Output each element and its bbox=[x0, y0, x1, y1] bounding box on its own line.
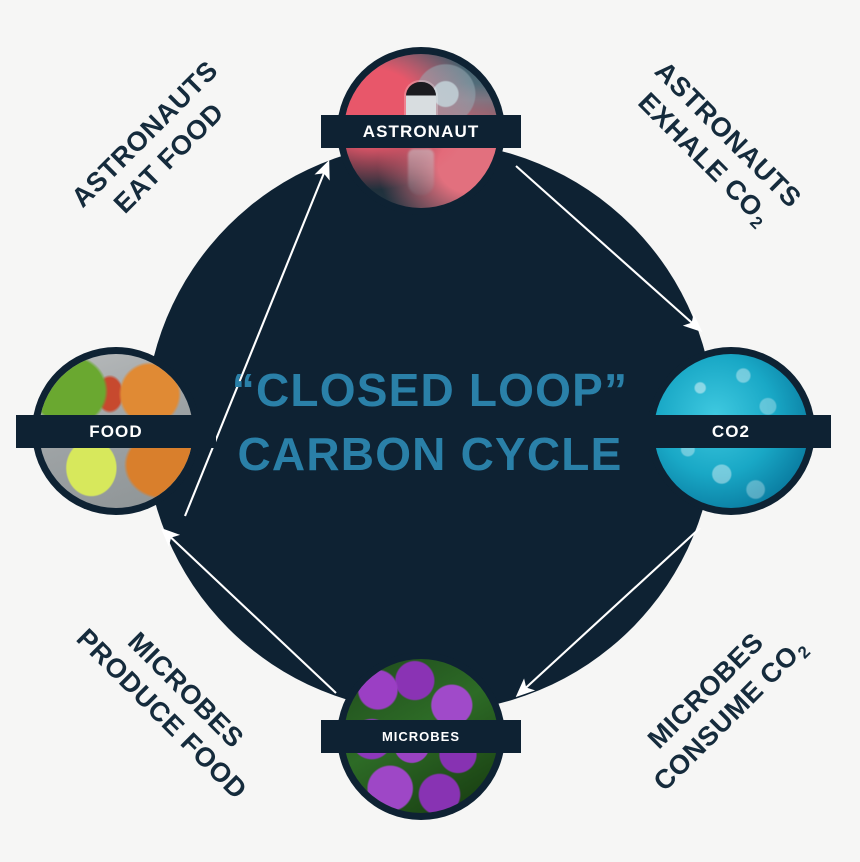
cycle-ring-background bbox=[145, 142, 715, 712]
node-label-microbes: MICROBES bbox=[381, 729, 461, 744]
arrow-food-to-astronaut bbox=[184, 160, 330, 517]
node-label-band-astronaut: ASTRONAUT bbox=[321, 115, 521, 148]
astronaut-reflection bbox=[408, 149, 434, 196]
node-co2[interactable]: CO2 bbox=[631, 347, 831, 515]
arrow-microbes-to-food bbox=[160, 527, 337, 694]
node-astronaut[interactable]: ASTRONAUT bbox=[321, 47, 521, 215]
node-label-band-microbes: MICROBES bbox=[321, 720, 521, 753]
arrow-astronaut-to-co2 bbox=[515, 165, 703, 333]
node-label-co2: CO2 bbox=[711, 421, 751, 441]
node-label-band-food: FOOD bbox=[16, 415, 216, 448]
node-food[interactable]: FOOD bbox=[16, 347, 216, 515]
arrow-co2-to-microbes bbox=[515, 527, 701, 698]
node-label-food: FOOD bbox=[89, 421, 143, 441]
node-label-band-co2: CO2 bbox=[631, 415, 831, 448]
node-label-astronaut: ASTRONAUT bbox=[362, 121, 480, 141]
node-microbes[interactable]: MICROBES bbox=[321, 652, 521, 820]
